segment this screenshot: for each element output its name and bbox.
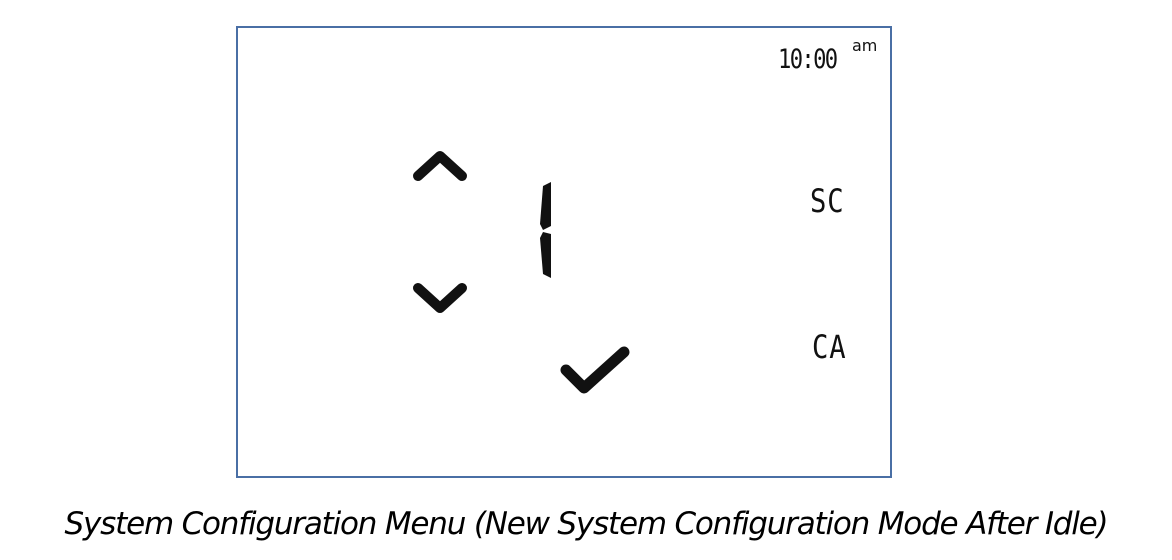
- figure-caption: System Configuration Menu (New System Co…: [64, 506, 1109, 542]
- seven-segment-digit: 1: [540, 182, 551, 278]
- clock-time: 10:00: [778, 44, 838, 75]
- clock-ampm: am: [852, 36, 878, 55]
- clock: 10:00 am: [778, 36, 888, 76]
- chevron-up-icon[interactable]: [410, 146, 470, 186]
- chevron-down-icon[interactable]: [410, 278, 470, 318]
- checkmark-icon[interactable]: [556, 338, 636, 398]
- mode-label-bottom: CA: [812, 328, 847, 366]
- thermostat-display: 10:00 am 1 SC CA: [236, 26, 892, 478]
- mode-label-top: SC: [810, 182, 845, 220]
